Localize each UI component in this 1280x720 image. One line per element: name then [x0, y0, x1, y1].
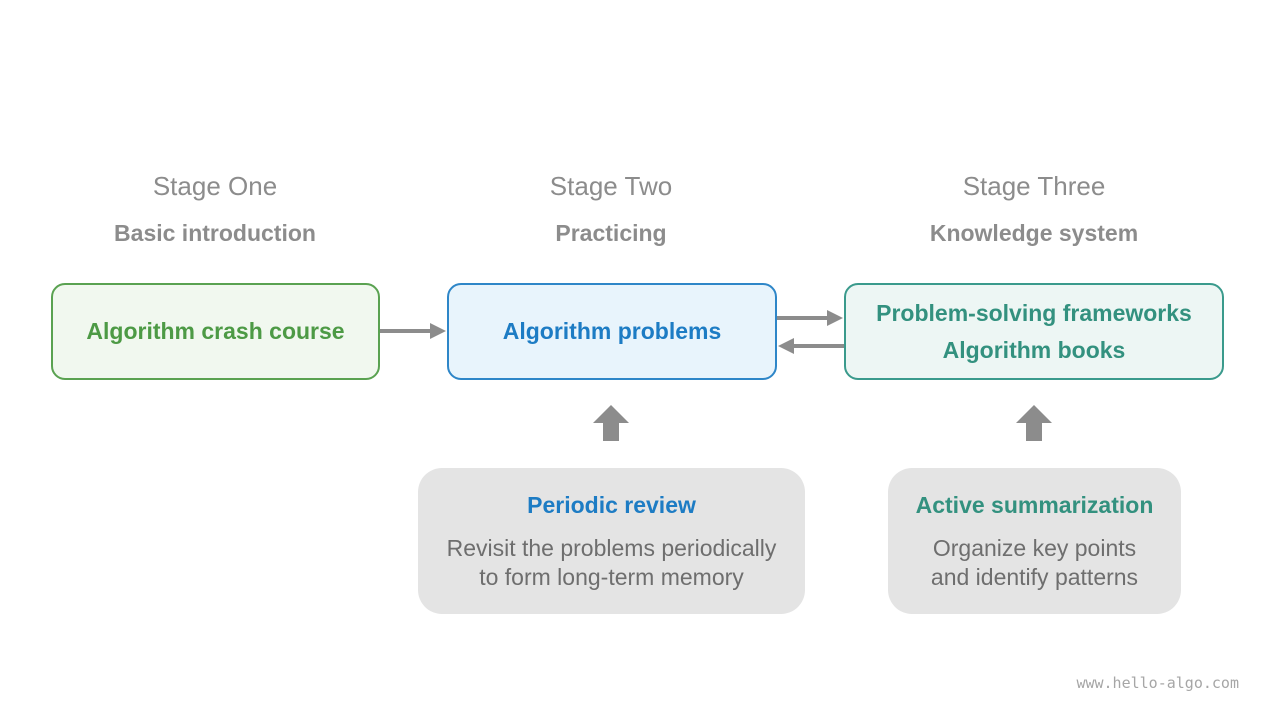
stage-one-box-label: Algorithm crash course: [86, 318, 345, 344]
stage-three-box-line-1: Problem-solving frameworks: [876, 299, 1192, 326]
up-arrow-active-summarization: [1016, 405, 1052, 441]
stage-three-box: Problem-solving frameworks Algorithm boo…: [844, 283, 1224, 380]
arrowhead-one-to-two: [430, 323, 446, 339]
watermark: www.hello-algo.com: [1076, 674, 1239, 692]
active-summarization-card: Active summarization Organize key points…: [888, 468, 1181, 614]
stage-two-title: Stage Two: [549, 171, 673, 201]
stage-two-box-label: Algorithm problems: [502, 318, 722, 344]
stage-two-subtitle: Practicing: [555, 220, 667, 246]
periodic-review-line-1: Revisit the problems periodically: [446, 535, 777, 561]
up-arrow-periodic-review: [593, 405, 629, 441]
active-summarization-title: Active summarization: [915, 492, 1154, 518]
stage-three-box-line-2: Algorithm books: [942, 336, 1126, 363]
arrowhead-two-to-three: [827, 310, 843, 326]
stage-three-title: Stage Three: [962, 171, 1106, 201]
active-summarization-line-2: and identify patterns: [930, 564, 1139, 590]
periodic-review-title: Periodic review: [527, 492, 696, 518]
stage-one-box: Algorithm crash course: [51, 283, 380, 380]
periodic-review-card: Periodic review Revisit the problems per…: [418, 468, 805, 614]
stage-two-box: Algorithm problems: [447, 283, 777, 380]
stage-one-title: Stage One: [152, 171, 278, 201]
active-summarization-line-1: Organize key points: [932, 535, 1137, 561]
periodic-review-line-2: to form long-term memory: [479, 564, 744, 590]
stage-one-subtitle: Basic introduction: [114, 220, 316, 246]
stage-three-subtitle: Knowledge system: [929, 220, 1139, 246]
arrowhead-three-to-two: [778, 338, 794, 354]
